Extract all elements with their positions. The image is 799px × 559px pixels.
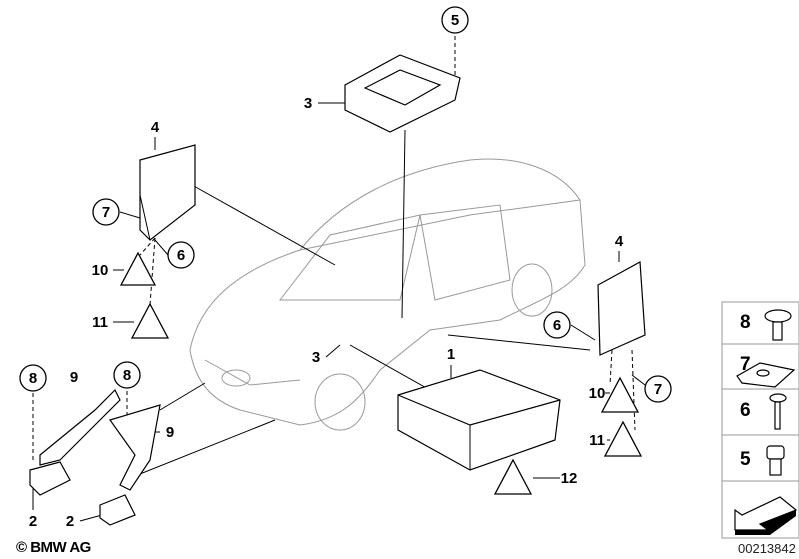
leader-lines <box>32 36 646 522</box>
callout-8[interactable]: 8 <box>123 367 131 384</box>
warning-label-12[interactable] <box>493 458 533 495</box>
callout-7[interactable]: 7 <box>102 204 110 221</box>
callout-8[interactable]: 8 <box>29 370 37 387</box>
direction-arrow-icon <box>734 496 798 535</box>
callout-1[interactable]: 1 <box>447 346 455 363</box>
tapping-screw-icon <box>769 393 787 430</box>
collar-screw-icon <box>764 309 792 341</box>
callout-11[interactable]: 11 <box>92 314 108 331</box>
legend-number: 5 <box>740 449 751 470</box>
car-illustration <box>189 158 586 431</box>
warning-label-10-right[interactable] <box>600 376 640 413</box>
callout-2[interactable]: 2 <box>66 513 74 530</box>
bracket-right[interactable] <box>597 261 646 356</box>
callout-9[interactable]: 9 <box>166 424 174 441</box>
callout-2[interactable]: 2 <box>29 513 37 530</box>
callout-9[interactable]: 9 <box>70 369 78 386</box>
warning-label-10-left[interactable] <box>119 251 157 286</box>
spring-nut-icon <box>736 362 796 388</box>
callout-circle <box>92 198 120 226</box>
warning-label-11-right[interactable] <box>603 420 643 457</box>
callout-5[interactable]: 5 <box>451 12 459 29</box>
callout-12[interactable]: 12 <box>561 470 578 487</box>
callout-circle <box>167 241 195 269</box>
callout-circle <box>19 364 47 392</box>
hardware-legend: 8 7 6 5 <box>721 301 799 539</box>
callout-circle <box>113 361 141 389</box>
callout-6[interactable]: 6 <box>553 317 561 334</box>
main-control-unit[interactable] <box>397 369 561 471</box>
legend-number: 8 <box>740 312 751 333</box>
callout-circle <box>644 375 672 403</box>
airbag-control-unit-top[interactable] <box>344 54 461 133</box>
callout-7[interactable]: 7 <box>654 381 662 398</box>
bracket-left[interactable] <box>139 144 196 241</box>
warning-label-11-left[interactable] <box>130 302 170 339</box>
sensor-bracket-a[interactable] <box>29 388 121 496</box>
legend-number: 7 <box>740 354 751 375</box>
callout-10[interactable]: 10 <box>589 385 606 402</box>
legend-number: 6 <box>740 400 751 421</box>
callout-3[interactable]: 3 <box>312 349 320 366</box>
sensor-bracket-b[interactable] <box>99 404 161 526</box>
callout-4[interactable]: 4 <box>151 119 160 136</box>
callout-11[interactable]: 11 <box>589 432 605 449</box>
socket-head-screw-icon <box>766 445 785 476</box>
callout-3[interactable]: 3 <box>304 95 312 112</box>
callout-4[interactable]: 4 <box>615 233 624 250</box>
copyright: © BMW AG <box>16 539 91 556</box>
diagram-number: 00213842 <box>738 541 796 556</box>
callout-circle <box>543 311 571 339</box>
callout-10[interactable]: 10 <box>92 262 109 279</box>
callout-6[interactable]: 6 <box>177 247 185 264</box>
callout-circle <box>441 6 469 34</box>
